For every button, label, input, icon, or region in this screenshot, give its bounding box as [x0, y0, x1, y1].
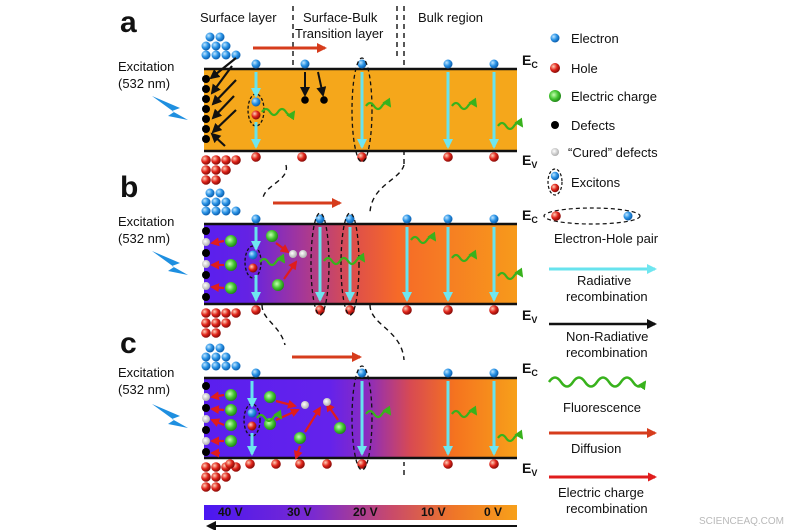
panel-c-defects — [202, 382, 210, 456]
voltage-label-20: 20 V — [353, 505, 378, 519]
legend-exciton-swatch — [547, 168, 563, 196]
panel-b-letter: b — [120, 171, 138, 204]
legend-radiative-label-1: Radiative — [577, 273, 631, 288]
region-transition-label-2: Transition layer — [295, 26, 384, 41]
legend-nonradiative-label-2: recombination — [566, 345, 648, 360]
panel-a-ev-label: EV — [522, 152, 537, 170]
panel-a-excitation-label: Excitation — [118, 59, 174, 74]
region-transition-label-1: Surface-Bulk — [303, 10, 378, 25]
panel-b-hole-cluster — [201, 308, 241, 338]
panel-a-nonradiative-arrow — [316, 71, 327, 97]
panel-c-excitation-label: Excitation — [118, 365, 174, 380]
panel-a-lightning-icon — [152, 96, 188, 120]
panel-b-band-electrons — [251, 214, 499, 224]
legend-hole-label: Hole — [571, 61, 598, 76]
legend-charge-swatch — [549, 90, 561, 102]
panel-c-hole-cluster — [201, 462, 241, 492]
legend-electron-label: Electron — [571, 31, 619, 46]
panel-a-radiative-arrows — [251, 72, 499, 149]
voltage-label-0: 0 V — [484, 505, 502, 519]
watermark: SCIENCEAQ.COM — [699, 516, 784, 527]
panel-a-fluorescence — [261, 97, 524, 131]
legend-diffusion-label: Diffusion — [571, 441, 621, 456]
panel-b-cured-defects — [289, 250, 307, 258]
panel-b-ec-label: EC — [522, 207, 538, 225]
panel-a-ec-label: EC — [522, 52, 538, 70]
legend-defect-label: Defects — [571, 118, 616, 133]
legend-hole-swatch — [550, 63, 560, 73]
panel-a-transition-defect — [301, 96, 309, 104]
panel-c-electron-hole-pair — [351, 365, 373, 471]
voltage-label-40: 40 V — [218, 505, 243, 519]
voltage-scale: 40 V 30 V 20 V 10 V 0 V — [204, 505, 517, 530]
panel-a-letter: a — [120, 6, 137, 39]
panel-c-lightning-icon — [152, 404, 188, 428]
panel-b-electron-hole-pair-2 — [340, 212, 360, 316]
legend-electron-hole-pair-label: Electron-Hole pair — [554, 231, 659, 246]
legend-charge-label: Electric charge — [571, 89, 657, 104]
legend-nonradiative-label-1: Non-Radiative — [566, 329, 648, 344]
panel-a-band-electrons — [251, 59, 499, 69]
voltage-scale-gradient — [204, 505, 517, 520]
panel-a-electron-cluster — [201, 32, 241, 60]
panel-c: c Excitation (532 nm) EC EV — [118, 327, 538, 492]
panel-b-band-holes — [251, 305, 499, 315]
panel-b: b Excitation (532 nm) EC EV — [118, 171, 538, 338]
panel-b-exciton-electron — [248, 250, 258, 260]
panel-a-band-holes — [251, 152, 499, 162]
panel-a-excitation-wavelength: (532 nm) — [118, 76, 170, 91]
panel-b-electric-charges — [225, 230, 284, 294]
legend-electron-hole-pair-swatch — [543, 207, 641, 225]
region-surface-label: Surface layer — [200, 10, 277, 25]
panel-c-exciton-electron — [247, 408, 257, 418]
panel-c-ev-label: EV — [522, 460, 537, 478]
panel-c-fluorescence — [256, 405, 524, 443]
panel-c-radiative-arrows — [247, 381, 499, 456]
panel-a-defects — [202, 75, 210, 143]
panel-c-cured-defects — [301, 398, 331, 409]
panel-c-electron-cluster — [201, 343, 241, 371]
legend-electron-swatch — [550, 33, 560, 43]
panel-a-transition-defect — [320, 96, 328, 104]
legend-exciton-label: Excitons — [571, 175, 621, 190]
panel-a: a Excitation (532 nm) EC EV — [118, 6, 538, 185]
region-boundaries — [261, 6, 405, 475]
panel-c-band-electrons — [251, 368, 499, 378]
panel-c-band-holes — [225, 459, 499, 469]
region-bulk-label: Bulk region — [418, 10, 483, 25]
legend: Electron Hole Electric charge Defects “C… — [543, 31, 659, 516]
voltage-label-10: 10 V — [421, 505, 446, 519]
panel-c-charge-recombination-arrows — [210, 391, 339, 460]
panel-a-electron-hole-pair — [351, 57, 373, 163]
panel-b-fluorescence — [259, 231, 524, 281]
legend-charge-recombination-label-1: Electric charge — [558, 485, 644, 500]
panel-b-ev-label: EV — [522, 307, 537, 325]
panel-b-charge-recombination-arrows — [210, 237, 298, 293]
panel-c-letter: c — [120, 327, 137, 360]
panel-b-lightning-icon — [152, 251, 188, 275]
panel-b-excitation-wavelength: (532 nm) — [118, 231, 170, 246]
panel-a-nonradiative-arrows — [209, 57, 237, 147]
legend-cured-defect-label: “Cured” defects — [568, 145, 658, 160]
panel-a-exciton-hole — [251, 110, 261, 120]
panel-b-electron-hole-pair-1 — [310, 212, 330, 316]
panel-c-exciton-hole — [247, 421, 257, 431]
panel-b-exciton-hole — [248, 263, 258, 273]
legend-radiative-label-2: recombination — [566, 289, 648, 304]
panel-c-excitation-wavelength: (532 nm) — [118, 382, 170, 397]
legend-cured-defect-swatch — [551, 148, 559, 156]
panel-c-ec-label: EC — [522, 360, 538, 378]
legend-fluorescence-label: Fluorescence — [563, 400, 641, 415]
legend-charge-recombination-label-2: recombination — [566, 501, 648, 516]
voltage-label-30: 30 V — [287, 505, 312, 519]
panel-b-defects — [202, 227, 210, 301]
panel-a-hole-cluster — [201, 155, 241, 185]
panel-b-excitation-label: Excitation — [118, 214, 174, 229]
legend-defect-swatch — [551, 121, 559, 129]
panel-b-electron-cluster — [201, 188, 241, 216]
panel-a-exciton-electron — [251, 97, 261, 107]
legend-fluorescence-swatch — [547, 376, 647, 391]
